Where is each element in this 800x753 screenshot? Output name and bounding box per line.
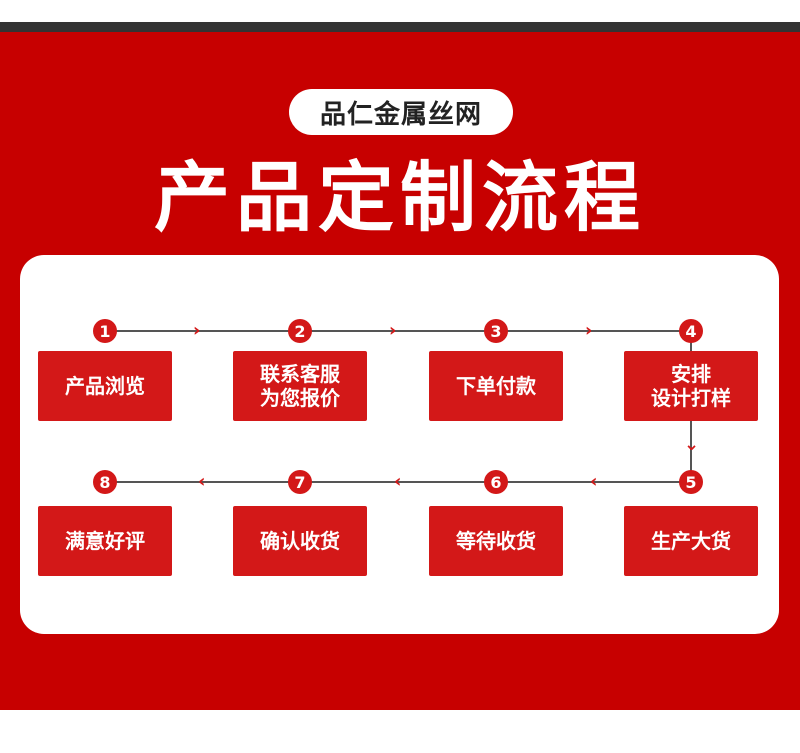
step-box-review: 满意好评 [38, 506, 172, 576]
step-number: 1 [93, 319, 117, 343]
step-label: 等待收货 [456, 529, 536, 553]
top-white-strip [0, 0, 800, 22]
step-number: 3 [484, 319, 508, 343]
step-box-pay: 下单付款 [429, 351, 563, 421]
bottom-white-strip [0, 710, 800, 753]
left-arrow-icon: ‹ [590, 471, 598, 492]
step-number: 6 [484, 470, 508, 494]
step-box-sample: 安排 设计打样 [624, 351, 758, 421]
step-box-wait: 等待收货 [429, 506, 563, 576]
brand-pill: 品仁金属丝网 [289, 89, 513, 135]
page-title: 产品定制流程 [154, 153, 646, 242]
step-label: 满意好评 [65, 529, 145, 553]
step-box-confirm: 确认收货 [233, 506, 367, 576]
right-arrow-icon: › [585, 320, 593, 341]
step-box-browse: 产品浏览 [38, 351, 172, 421]
right-arrow-icon: › [193, 320, 201, 341]
step-label: 联系客服 为您报价 [260, 362, 340, 410]
step-number: 8 [93, 470, 117, 494]
step-label: 产品浏览 [65, 374, 145, 398]
step-number: 4 [679, 319, 703, 343]
step-number: 7 [288, 470, 312, 494]
brand-name: 品仁金属丝网 [319, 99, 482, 130]
row2-connector-line [105, 481, 691, 483]
top-dark-line [0, 22, 800, 32]
down-arrow-icon: ⌄ [684, 434, 700, 455]
step-number: 5 [679, 470, 703, 494]
right-arrow-icon: › [389, 320, 397, 341]
step-box-quote: 联系客服 为您报价 [233, 351, 367, 421]
step-label: 安排 设计打样 [651, 362, 731, 410]
step-label: 确认收货 [260, 529, 340, 553]
left-arrow-icon: ‹ [394, 471, 402, 492]
step-label: 生产大货 [651, 529, 731, 553]
step-label: 下单付款 [456, 374, 536, 398]
step-box-produce: 生产大货 [624, 506, 758, 576]
row1-connector-line [105, 330, 691, 332]
left-arrow-icon: ‹ [198, 471, 206, 492]
step-number: 2 [288, 319, 312, 343]
process-panel [20, 255, 779, 634]
